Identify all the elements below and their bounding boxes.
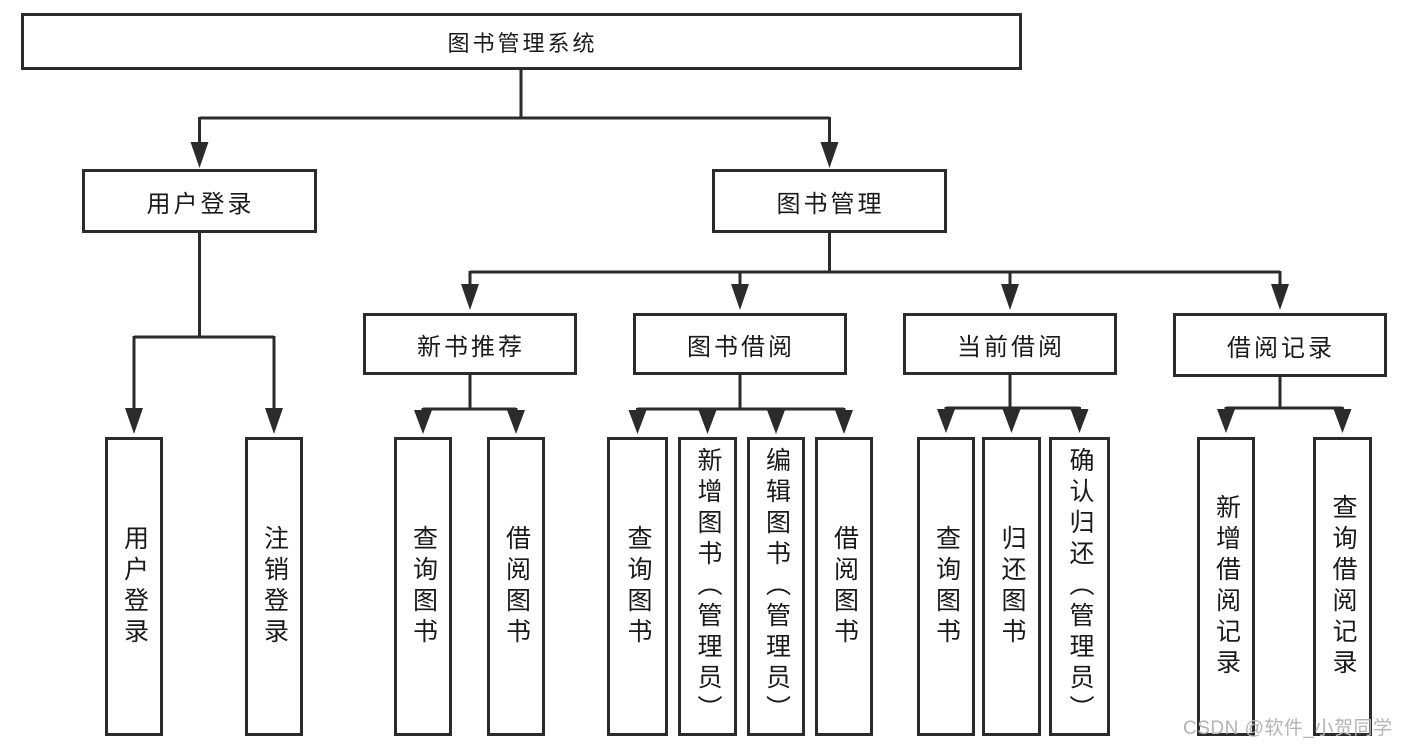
node-new-book-recommend: 新书推荐 xyxy=(363,313,577,375)
node-label: 编辑图书（管理员） xyxy=(762,447,791,726)
node-borrow-books-borrowing: 借阅图书 xyxy=(815,437,873,736)
node-label: 查询图书 xyxy=(409,524,438,649)
node-add-borrow-record: 新增借阅记录 xyxy=(1197,437,1255,736)
node-label: 确认归还（管理员） xyxy=(1066,447,1094,726)
node-label: 查询借阅记录 xyxy=(1329,493,1357,680)
node-label: 用户登录 xyxy=(120,524,149,649)
node-label: 新增借阅记录 xyxy=(1212,493,1241,680)
node-library-management-system: 图书管理系统 xyxy=(21,13,1022,70)
node-query-books-borrowing: 查询图书 xyxy=(607,437,668,736)
node-user-login-leaf: 用户登录 xyxy=(105,437,163,736)
node-confirm-return-admin: 确认归还（管理员） xyxy=(1049,437,1110,736)
node-borrow-books-recommend: 借阅图书 xyxy=(487,437,545,736)
node-label: 归还图书 xyxy=(998,524,1026,649)
node-label: 新增图书（管理员） xyxy=(694,447,722,726)
node-user-login: 用户登录 xyxy=(82,169,317,233)
node-add-book-admin: 新增图书（管理员） xyxy=(678,437,737,736)
node-label: 当前借阅 xyxy=(957,333,1065,361)
node-label: 图书借阅 xyxy=(687,333,795,361)
node-book-borrowing: 图书借阅 xyxy=(633,313,847,375)
node-label: 用户登录 xyxy=(146,190,255,218)
node-current-borrowing: 当前借阅 xyxy=(903,313,1117,375)
node-label: 查询图书 xyxy=(624,524,652,649)
connector xyxy=(125,68,1352,434)
node-borrowing-records: 借阅记录 xyxy=(1173,313,1387,377)
node-label: 新书推荐 xyxy=(417,333,525,361)
csdn-watermark: CSDN @软件_小贺同学 xyxy=(1183,718,1393,739)
node-label: 借阅记录 xyxy=(1227,334,1335,362)
node-return-book: 归还图书 xyxy=(982,437,1041,736)
node-label: 借阅图书 xyxy=(830,524,859,649)
node-query-books-current: 查询图书 xyxy=(917,437,975,736)
node-label: 注销登录 xyxy=(260,524,289,649)
node-label: 图书管理系统 xyxy=(447,30,598,56)
node-book-management: 图书管理 xyxy=(712,169,947,233)
node-label: 借阅图书 xyxy=(502,524,531,649)
node-label: 查询图书 xyxy=(932,524,961,649)
node-edit-book-admin: 编辑图书（管理员） xyxy=(747,437,805,736)
node-logout: 注销登录 xyxy=(245,437,303,736)
node-query-books-recommend: 查询图书 xyxy=(394,437,452,736)
node-query-borrow-record: 查询借阅记录 xyxy=(1313,437,1372,736)
node-label: 图书管理 xyxy=(776,190,885,218)
